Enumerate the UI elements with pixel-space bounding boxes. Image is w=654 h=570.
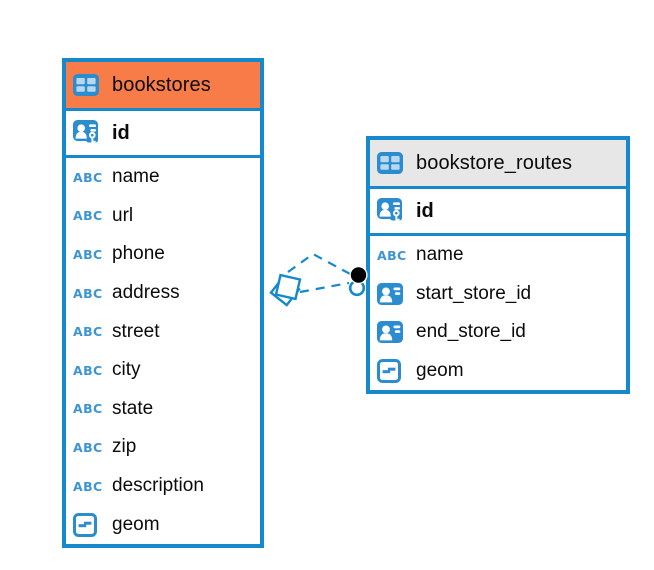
column-name: street <box>112 320 160 342</box>
table-bookstore-routes[interactable]: bookstore_routes id ABC name <box>366 136 630 395</box>
column-row-street[interactable]: ABC street <box>66 312 260 351</box>
column-name: phone <box>112 243 165 265</box>
column-row-url[interactable]: ABC url <box>66 197 260 236</box>
text-icon: ABC <box>73 246 103 262</box>
table-bookstores[interactable]: bookstores id ABC name ABC url <box>62 58 264 548</box>
geometry-icon <box>73 512 103 537</box>
column-row-start_store_id[interactable]: start_store_id <box>370 275 626 314</box>
table-icon <box>73 74 103 96</box>
primary-key-icon <box>377 197 407 225</box>
fk-line-1 <box>287 252 353 276</box>
column-row-zip[interactable]: ABC zip <box>66 428 260 467</box>
column-row-name[interactable]: ABC name <box>370 236 626 275</box>
table-columns: ABC name start_store_id end_store_id <box>370 236 626 390</box>
text-icon: ABC <box>73 439 103 455</box>
foreign-key-icon <box>377 282 407 305</box>
text-icon: ABC <box>73 478 103 494</box>
text-icon: ABC <box>73 401 103 417</box>
text-icon: ABC <box>73 285 103 301</box>
dot-end-marker <box>348 265 368 297</box>
table-columns: ABC name ABC url ABC phone ABC address A… <box>66 158 260 544</box>
column-row-description[interactable]: ABC description <box>66 467 260 506</box>
geometry-icon <box>377 359 407 384</box>
column-row-state[interactable]: ABC state <box>66 390 260 429</box>
text-icon: ABC <box>73 362 103 378</box>
column-row-end_store_id[interactable]: end_store_id <box>370 313 626 352</box>
text-icon: ABC <box>73 324 103 340</box>
text-icon: ABC <box>73 169 103 185</box>
primary-key-icon <box>73 119 103 147</box>
diamond-end-marker <box>269 273 302 307</box>
column-name: zip <box>112 436 137 458</box>
text-icon: ABC <box>73 208 103 224</box>
table-header-bookstores[interactable]: bookstores <box>66 62 260 111</box>
column-name: geom <box>416 360 464 382</box>
text-icon: ABC <box>377 247 407 263</box>
fk-line-2 <box>299 281 350 294</box>
column-name: city <box>112 359 141 381</box>
column-name: description <box>112 475 204 497</box>
column-name: geom <box>112 513 160 535</box>
column-name: address <box>112 282 180 304</box>
column-row-name[interactable]: ABC name <box>66 158 260 197</box>
column-row-phone[interactable]: ABC phone <box>66 235 260 274</box>
relationship-connector[interactable] <box>269 252 368 307</box>
column-name: name <box>416 244 464 266</box>
table-title: bookstore_routes <box>416 151 573 174</box>
column-row-id[interactable]: id <box>66 111 260 158</box>
column-row-geom[interactable]: geom <box>66 505 260 544</box>
column-row-id[interactable]: id <box>370 189 626 236</box>
column-name: state <box>112 397 154 419</box>
table-header-bookstore-routes[interactable]: bookstore_routes <box>370 140 626 189</box>
column-row-city[interactable]: ABC city <box>66 351 260 390</box>
column-row-address[interactable]: ABC address <box>66 274 260 313</box>
table-title: bookstores <box>112 73 211 96</box>
column-row-geom[interactable]: geom <box>370 352 626 391</box>
column-name: name <box>112 166 160 188</box>
column-name: url <box>112 204 134 226</box>
foreign-key-icon <box>377 321 407 344</box>
column-name: id <box>416 199 434 222</box>
column-name: end_store_id <box>416 321 526 343</box>
table-icon <box>377 152 407 174</box>
column-name: id <box>112 121 130 144</box>
column-name: start_store_id <box>416 282 532 304</box>
